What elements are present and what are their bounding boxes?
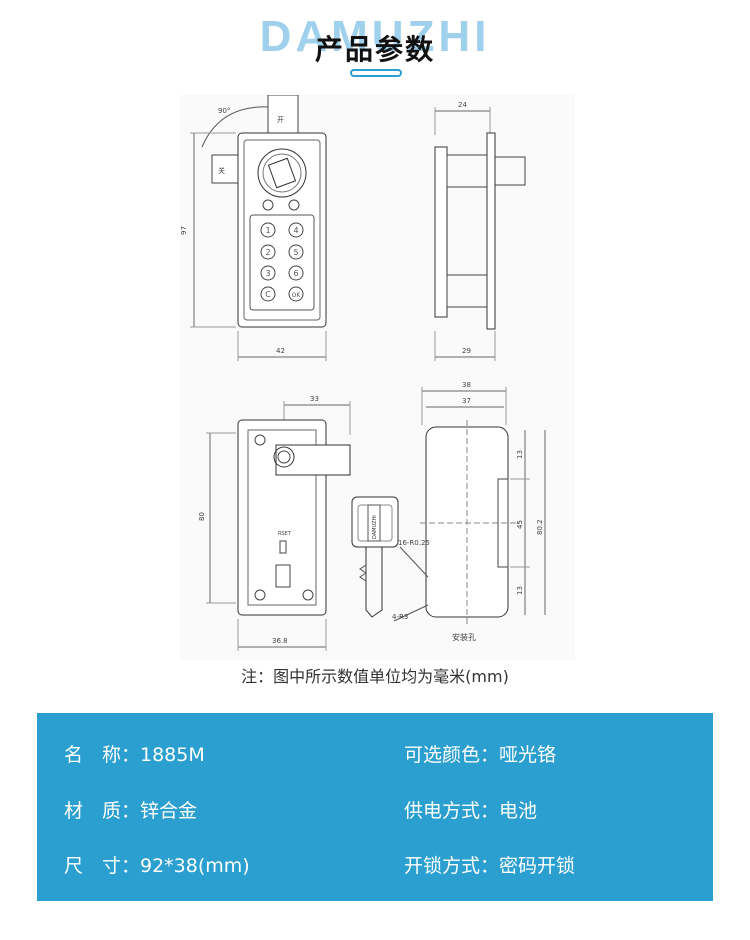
page-title: 产品参数 (314, 33, 435, 66)
spec-row: 材 质：锌合金 供电方式：电池 (37, 796, 713, 836)
key-label: 2 (265, 248, 270, 257)
technical-drawing: 90° 开 关 1 4 2 5 3 6 C OK (180, 94, 575, 660)
dim-r1: 16-R0.25 (398, 539, 430, 547)
open-label: 开 (277, 116, 284, 124)
key-drawing: DAMUZHI (351, 496, 399, 618)
technical-drawing-svg: 90° 开 关 1 4 2 5 3 6 C OK (180, 94, 546, 651)
dim-back-top: 33 (310, 395, 319, 403)
dim-back-height: 80 (198, 512, 206, 521)
spec-material: 材 质：锌合金 (64, 800, 198, 822)
dim-side-top: 24 (458, 101, 467, 109)
key-label: C (265, 290, 271, 299)
dim-side-bottom: 29 (462, 347, 471, 355)
reset-label: RSET (278, 531, 292, 537)
key-label: 3 (265, 269, 270, 278)
dim-front-height: 97 (180, 226, 188, 235)
side-view: 24 29 (434, 101, 526, 361)
close-label: 关 (218, 166, 225, 175)
spec-unlock: 开锁方式：密码开锁 (404, 855, 576, 877)
angle-label: 90° (218, 107, 230, 115)
spec-name: 名 称：1885M (64, 744, 205, 766)
brand-watermark: DAMUZHI (259, 12, 491, 61)
dim-plate-mid: 45 (516, 520, 524, 529)
key-label: 4 (293, 226, 298, 235)
spec-size: 尺 寸：92*38(mm) (64, 855, 250, 877)
dim-plate-outer: 38 (462, 381, 471, 389)
mounting-plate: 38 37 13 45 13 80.2 16-R0.25 4-R3 安装孔 (392, 381, 546, 642)
spec-row: 名 称：1885M 可选颜色：哑光铬 (37, 740, 713, 780)
keypad: 1 4 2 5 3 6 C OK (260, 222, 304, 302)
dim-plate-h1: 13 (516, 450, 524, 459)
dim-front-width: 42 (276, 347, 285, 355)
back-view: 33 RSET 80 36.8 (198, 395, 351, 651)
holes-label: 安装孔 (452, 632, 476, 642)
dim-plate-inner: 37 (462, 397, 471, 405)
dim-back-bottom: 36.8 (272, 637, 288, 645)
spec-power: 供电方式：电池 (404, 800, 538, 822)
dim-r2: 4-R3 (392, 613, 408, 621)
spec-row: 尺 寸：92*38(mm) 开锁方式：密码开锁 (37, 851, 713, 891)
key-label: 6 (293, 269, 298, 278)
title-underline (350, 69, 402, 77)
key-brand-label: DAMUZHI (372, 515, 378, 539)
key-label: 1 (265, 226, 270, 235)
spec-color: 可选颜色：哑光铬 (404, 744, 557, 766)
key-label: OK (292, 292, 302, 299)
spec-panel: 名 称：1885M 可选颜色：哑光铬 材 质：锌合金 供电方式：电池 尺 寸：9… (37, 713, 713, 901)
dim-plate-total: 80.2 (536, 519, 544, 535)
front-view: 90° 开 关 1 4 2 5 3 6 C OK (180, 94, 327, 361)
key-label: 5 (293, 248, 298, 257)
units-note: 注：图中所示数值单位均为毫米(mm) (241, 667, 509, 686)
dim-plate-h2: 13 (516, 586, 524, 595)
